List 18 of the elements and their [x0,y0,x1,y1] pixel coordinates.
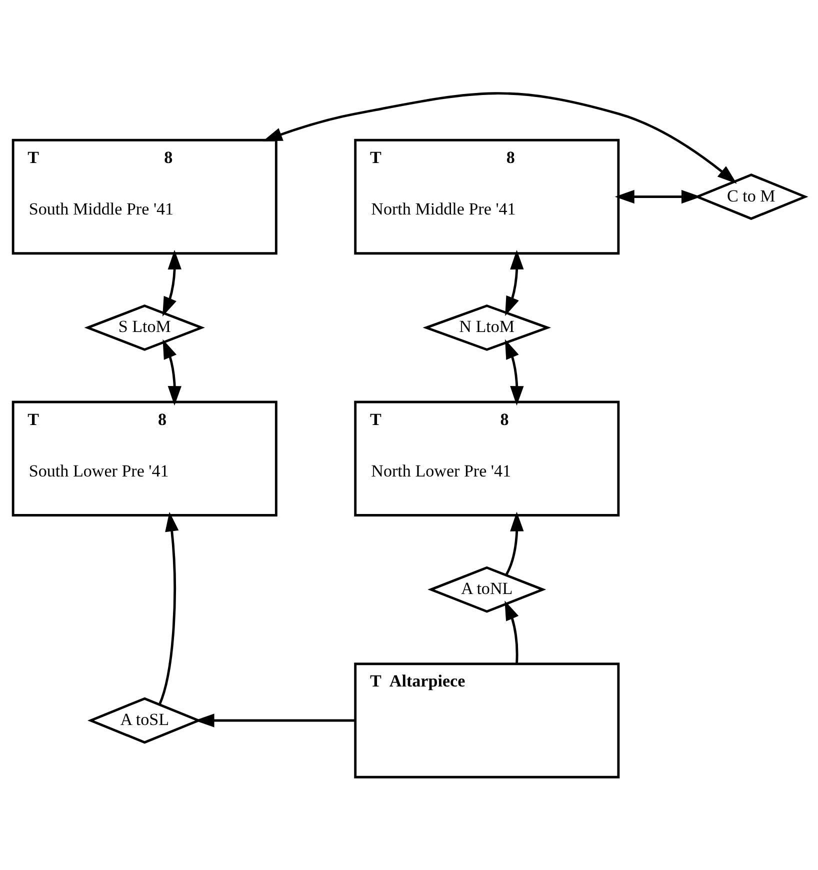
node-diamond: N LtoM [422,304,552,351]
node-diamond: S LtoM [84,304,205,351]
node-diamond: A toNL [428,566,546,613]
arrow [614,190,701,204]
node-box: T 8 South Lower Pre '41 [12,400,278,516]
arrow [158,512,179,705]
arrow [162,339,182,406]
node-box: T 8 South Middle Pre '41 [12,138,278,255]
arrow [194,714,356,728]
arrow [505,250,524,316]
arrow [505,512,524,576]
node-box: T Altarpiece [354,662,620,778]
arrow [504,339,524,406]
arrow [504,600,519,664]
arrow [262,92,737,184]
arrow [162,250,182,316]
node-box: T 8 North Middle Pre '41 [354,138,620,255]
node-box: T 8 North Lower Pre '41 [354,400,620,516]
